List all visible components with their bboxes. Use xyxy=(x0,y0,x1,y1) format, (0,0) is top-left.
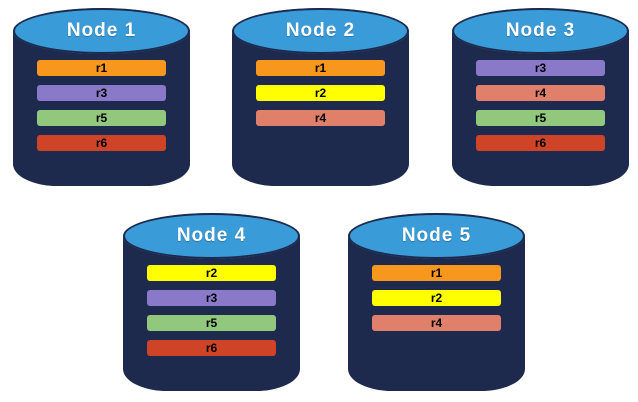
node-5-base xyxy=(348,347,525,391)
node-2-top-disc xyxy=(232,8,409,54)
node-1-replica-r6[interactable]: r6 xyxy=(36,135,167,151)
node-1-replica-r5[interactable]: r5 xyxy=(36,110,167,126)
node-3-replica-r3[interactable]: r3 xyxy=(475,60,606,76)
node-4-replica-r2[interactable]: r2 xyxy=(146,265,277,281)
node-4-replica-r3[interactable]: r3 xyxy=(146,290,277,306)
node-1-replica-r1[interactable]: r1 xyxy=(36,60,167,76)
node-1-top-disc xyxy=(13,8,190,54)
node-5-replica-list: r1 r2 r4 xyxy=(348,265,525,331)
node-3-replica-r4[interactable]: r4 xyxy=(475,85,606,101)
node-2-replica-r1[interactable]: r1 xyxy=(255,60,386,76)
node-5-replica-r1[interactable]: r1 xyxy=(371,265,502,281)
node-3-top-disc xyxy=(452,8,629,54)
node-2-replica-r4[interactable]: r4 xyxy=(255,110,386,126)
node-2-base xyxy=(232,142,409,186)
node-1-replica-r3[interactable]: r3 xyxy=(36,85,167,101)
node-3-replica-r6[interactable]: r6 xyxy=(475,135,606,151)
node-4-replica-r6[interactable]: r6 xyxy=(146,340,277,356)
node-5-top-disc xyxy=(348,213,525,259)
node-2-replica-list: r1 r2 r4 xyxy=(232,60,409,126)
node-5-replica-r2[interactable]: r2 xyxy=(371,290,502,306)
node-3-replica-list: r3 r4 r5 r6 xyxy=(452,60,629,151)
node-2-replica-r2[interactable]: r2 xyxy=(255,85,386,101)
node-5-replica-r4[interactable]: r4 xyxy=(371,315,502,331)
node-3-replica-r5[interactable]: r5 xyxy=(475,110,606,126)
node-4-replica-r5[interactable]: r5 xyxy=(146,315,277,331)
node-4-replica-list: r2 r3 r5 r6 xyxy=(123,265,300,356)
node-1-replica-list: r1 r3 r5 r6 xyxy=(13,60,190,151)
node-4-top-disc xyxy=(123,213,300,259)
